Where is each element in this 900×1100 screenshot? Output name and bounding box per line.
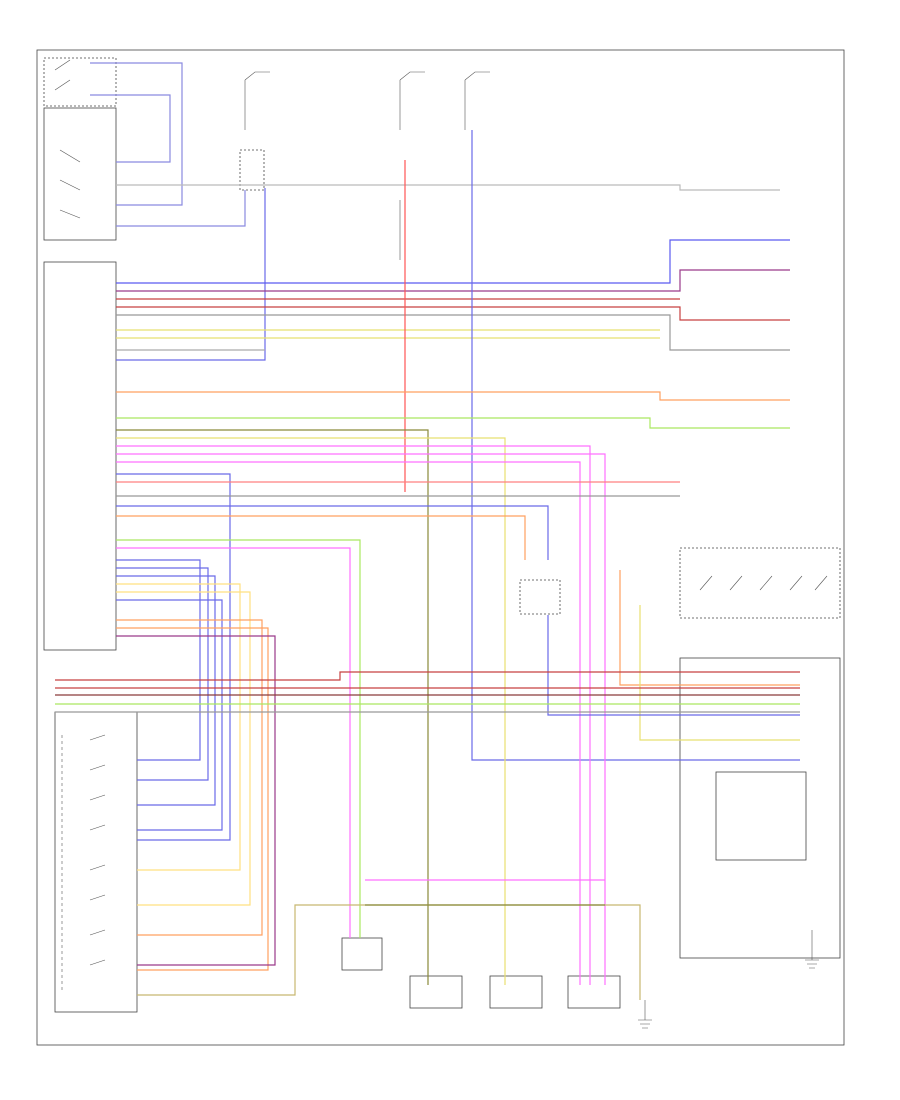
sensor-4 [567, 975, 621, 1009]
sensor-3 [489, 975, 543, 1009]
top-switch [43, 57, 117, 107]
memory-unit [43, 261, 117, 651]
connector-mid [519, 579, 561, 615]
diagram-frame [36, 49, 845, 1046]
fuse-left [239, 71, 270, 191]
sensor-2 [409, 975, 463, 1009]
ground-1-icon [638, 1000, 652, 1029]
sensor-1 [341, 937, 383, 971]
tilt-tele-motor-unit [679, 657, 841, 959]
seat-switch [54, 711, 138, 1013]
fuse-mid [399, 71, 425, 260]
fuse-right [464, 71, 490, 130]
memory-switch [43, 107, 117, 241]
wires [55, 62, 800, 1000]
ground-2-icon [805, 930, 819, 969]
tilt-tele-switch [679, 547, 841, 619]
